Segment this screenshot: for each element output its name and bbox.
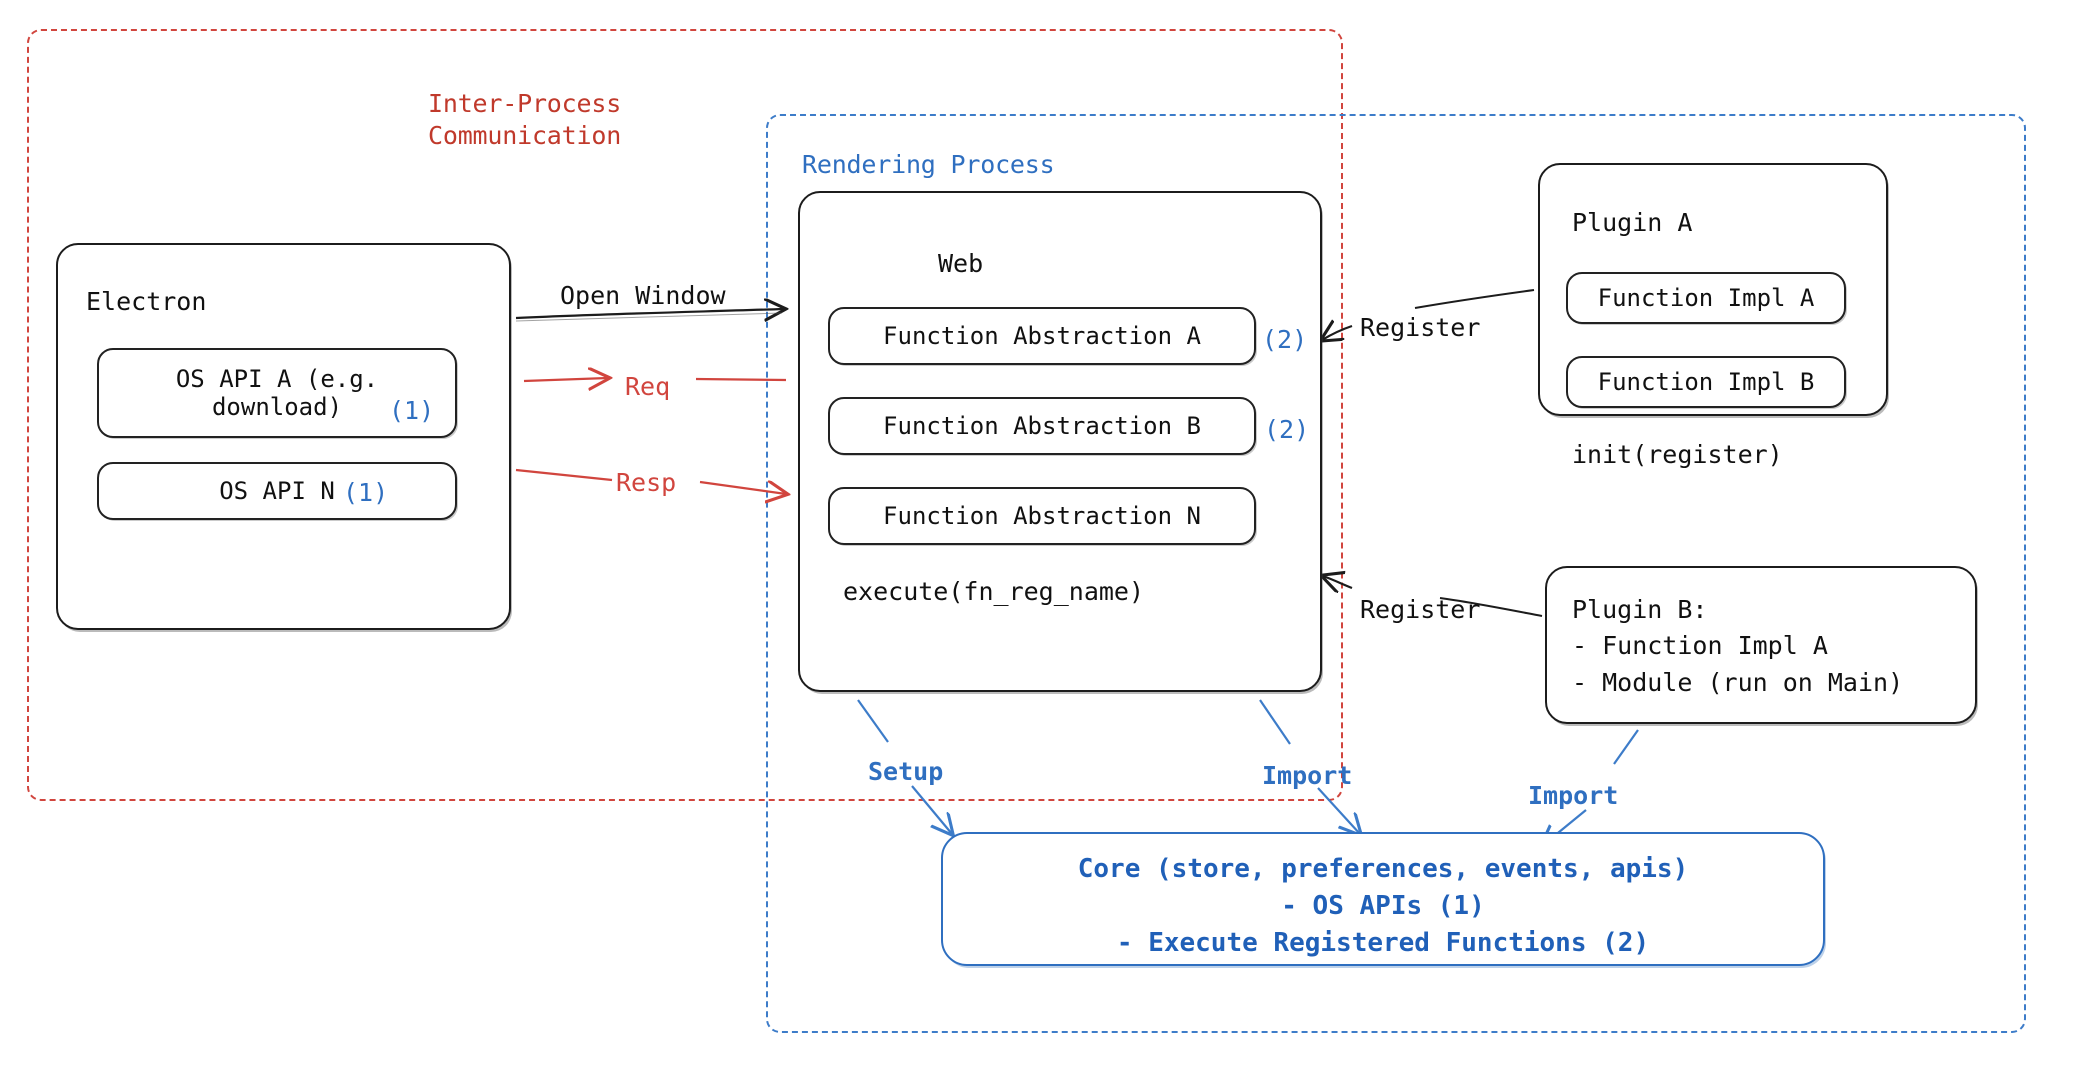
node-web-execute-signature: execute(fn_reg_name) [843,577,1145,606]
node-os-api-n-label: OS API N [219,476,335,505]
edge-label-register-plugin-b: Register [1360,595,1481,624]
node-core[interactable] [941,832,1825,966]
edge-label-resp: Resp [616,468,677,497]
node-os-api-n-marker: (1) [343,478,389,507]
group-label-rendering-process: Rendering Process [802,150,1055,179]
node-function-impl-a-label: Function Impl A [1597,283,1815,312]
node-web-title: Web [938,249,984,278]
node-function-abstraction-b[interactable]: Function Abstraction B [828,397,1256,455]
edge-label-open-window: Open Window [560,281,726,310]
node-plugin-a-title: Plugin A [1572,208,1693,237]
node-function-abstraction-n-label: Function Abstraction N [883,501,1201,530]
node-os-api-n[interactable]: OS API N (1) [97,462,457,520]
edge-label-import-plugin-b: Import [1528,781,1619,810]
node-function-abstraction-b-marker: (2) [1264,415,1310,444]
node-function-abstraction-a[interactable]: Function Abstraction A [828,307,1256,365]
node-plugin-a-init: init(register) [1572,440,1783,469]
edge-label-req: Req [625,372,671,401]
node-function-impl-a[interactable]: Function Impl A [1566,272,1846,324]
node-electron-title: Electron [86,287,207,316]
edge-label-register-plugin-a: Register [1360,313,1481,342]
node-function-abstraction-a-label: Function Abstraction A [883,321,1201,350]
node-function-abstraction-a-marker: (2) [1262,325,1308,354]
edge-label-import-web: Import [1262,761,1353,790]
node-function-impl-b[interactable]: Function Impl B [1566,356,1846,408]
node-plugin-b[interactable] [1545,566,1977,724]
node-core-text: Core (store, preferences, events, apis) … [1077,854,1689,958]
node-plugin-b-text: Plugin B: - Function Impl A - Module (ru… [1572,595,1904,697]
node-function-abstraction-n[interactable]: Function Abstraction N [828,487,1256,545]
group-rendering-process [766,114,2026,1033]
node-os-api-a[interactable]: OS API A (e.g. download) (1) [97,348,457,438]
group-label-inter-process-communication: Inter-Process Communication [428,89,622,150]
node-os-api-a-marker: (1) [389,396,435,425]
node-function-impl-b-label: Function Impl B [1597,367,1815,396]
node-os-api-a-label: OS API A (e.g. download) [175,364,379,421]
node-function-abstraction-b-label: Function Abstraction B [883,411,1201,440]
edge-label-setup: Setup [868,757,944,786]
group-inter-process-communication [27,29,1343,801]
